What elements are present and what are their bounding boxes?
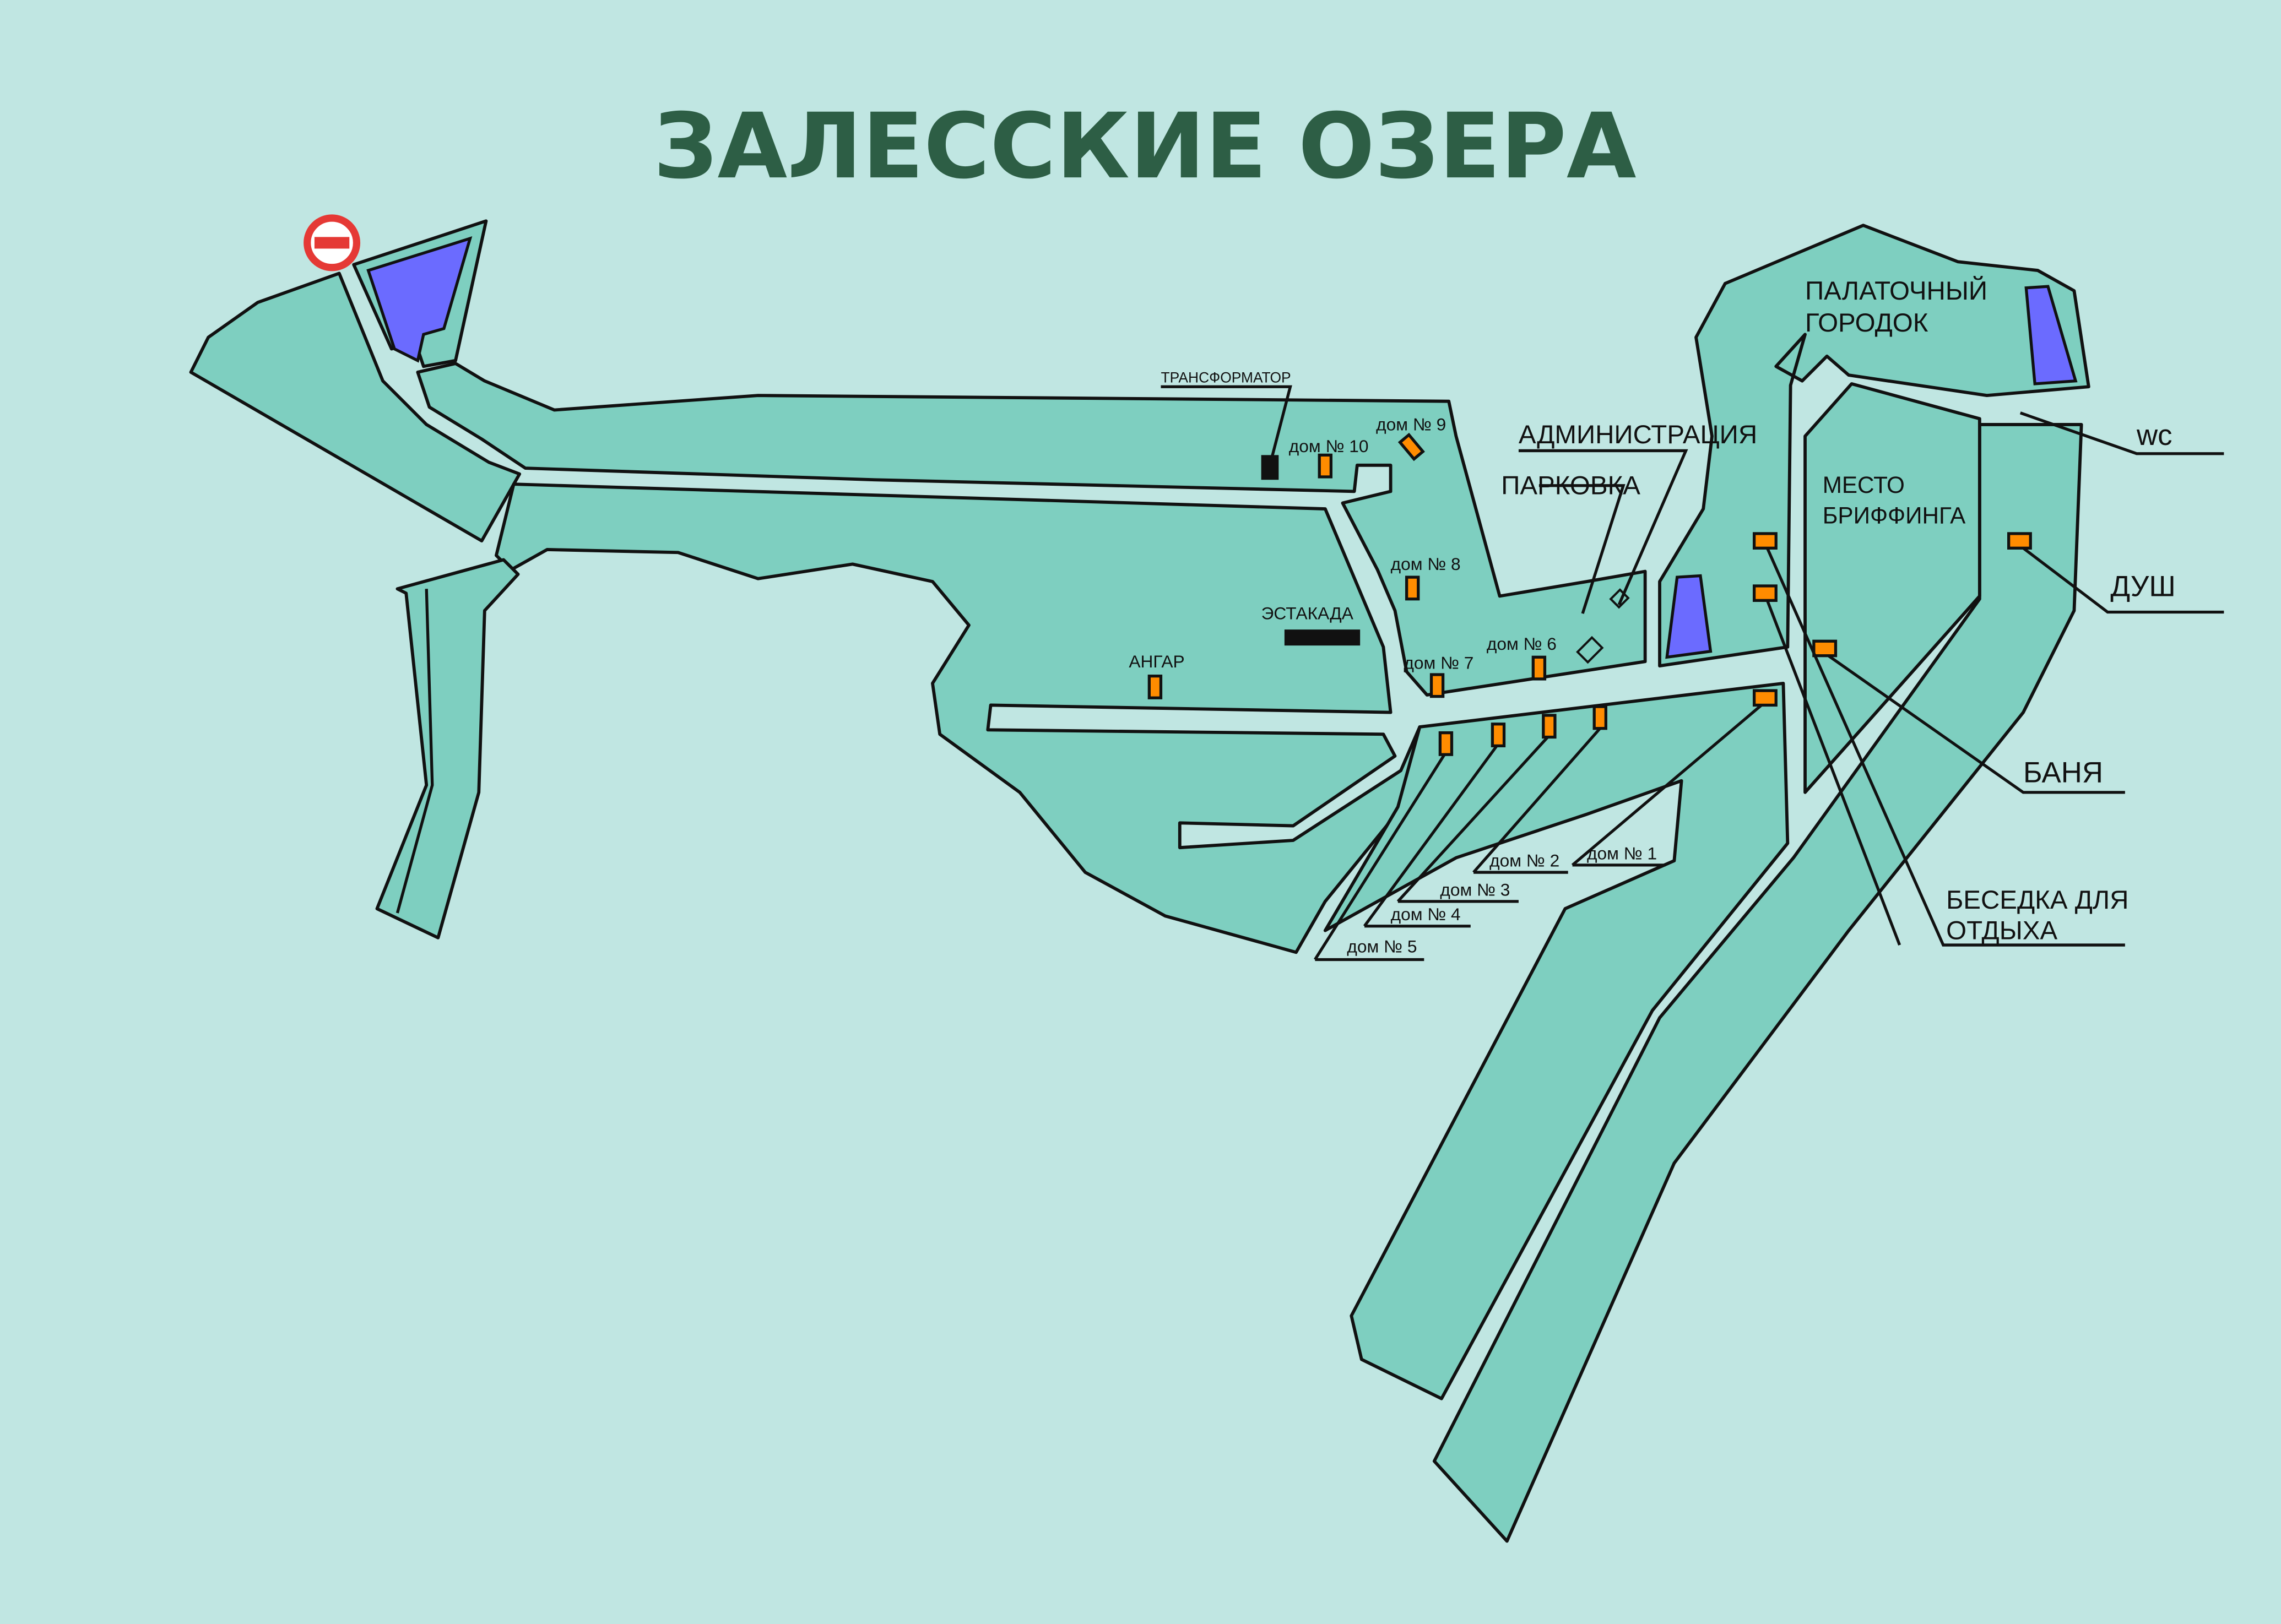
label-gazebo-2: ОТДЫХА: [1946, 916, 2057, 946]
label-parking: ПАРКОВКА: [1501, 471, 1640, 501]
southwest-leg: [375, 558, 520, 939]
gazebo-1: [1752, 532, 1778, 550]
hangar-building: [1147, 675, 1163, 699]
ponds: [366, 236, 2078, 659]
label-house-2: дом № 2: [1489, 851, 1559, 871]
label-hangar: АНГАР: [1129, 651, 1184, 671]
label-briefing-2: БРИФФИНГА: [1823, 502, 1966, 528]
label-house-7: дом № 7: [1404, 653, 1473, 672]
briefing-area: [1803, 382, 1981, 794]
label-house-5: дом № 5: [1347, 936, 1417, 956]
house-2: [1592, 705, 1607, 730]
house-7: [1429, 673, 1445, 698]
label-house-3: дом № 3: [1440, 879, 1510, 899]
leader-lines: [1161, 385, 2224, 962]
label-house-9: дом № 9: [1376, 414, 1446, 434]
tent-town-area: [1658, 224, 2090, 668]
south-band: [1323, 681, 1790, 1400]
label-wc: wc: [2136, 419, 2172, 452]
house-6: [1531, 655, 1547, 681]
pond-northwest: [366, 236, 473, 363]
label-administration: АДМИНИСТРАЦИЯ: [1519, 420, 1757, 449]
no-entry-sign-icon: [304, 214, 361, 271]
label-shower: ДУШ: [2110, 570, 2175, 602]
house-9: [1397, 432, 1425, 461]
label-house-8: дом № 8: [1391, 554, 1461, 574]
land-areas: [189, 219, 2090, 1543]
label-tent-town-2: ГОРОДОК: [1805, 308, 1928, 338]
bathhouse-building: [1812, 639, 1838, 658]
southwest-leg-road: [395, 589, 434, 914]
label-briefing-1: МЕСТО: [1823, 472, 1905, 498]
overpass-bar: [1284, 629, 1361, 646]
map-title: ЗАЛЕССКИЕ ОЗЕРА: [653, 94, 1636, 199]
label-overpass: ЭСТАКАДА: [1261, 604, 1354, 623]
labels: ТРАНСФОРМАТОР дом № 10 дом № 9 дом № 8 д…: [1129, 275, 2175, 956]
transformer-building: [1261, 455, 1279, 480]
house-3: [1542, 714, 1557, 739]
label-house-10: дом № 10: [1289, 436, 1369, 456]
gazebo-2: [1752, 584, 1778, 602]
label-gazebo-1: БЕСЕДКА ДЛЯ: [1946, 886, 2128, 915]
label-house-6: дом № 6: [1487, 634, 1557, 654]
label-house-4: дом № 4: [1391, 904, 1461, 924]
shower-building: [2007, 532, 2032, 550]
pond-center: [1665, 574, 1713, 659]
label-transformer: ТРАНСФОРМАТОР: [1161, 369, 1291, 385]
southeast-arm: [1432, 423, 2083, 1543]
label-tent-town-1: ПАЛАТОЧНЫЙ: [1805, 275, 1987, 306]
house-1: [1752, 689, 1778, 707]
house-4: [1491, 723, 1506, 748]
parking-icon: [1576, 636, 1604, 664]
west-area: [189, 271, 522, 543]
house-8: [1405, 575, 1420, 601]
label-bathhouse: БАНЯ: [2023, 756, 2103, 789]
house-10: [1318, 453, 1332, 479]
house-5: [1438, 731, 1454, 756]
buildings: [1147, 432, 2032, 756]
label-house-1: дом № 1: [1587, 843, 1657, 863]
central-area: [495, 482, 1422, 954]
pond-northeast: [2024, 285, 2078, 385]
north-strip: [416, 362, 1647, 697]
